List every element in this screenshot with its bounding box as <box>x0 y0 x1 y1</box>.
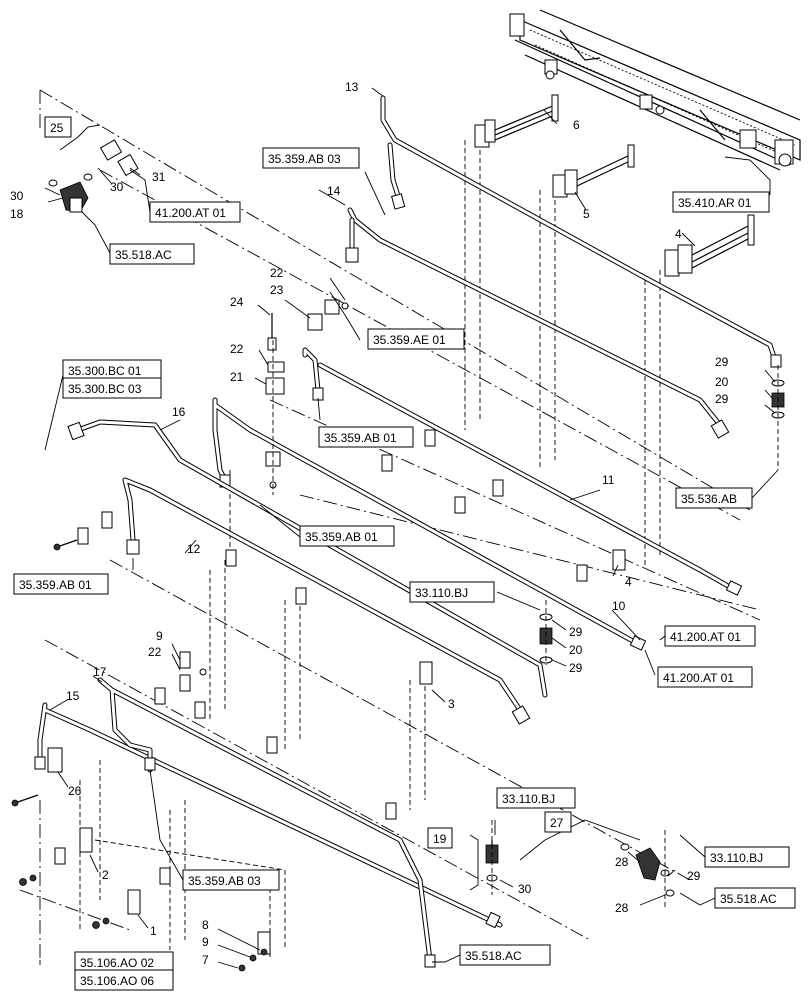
item-number: 17 <box>93 665 107 679</box>
item-number-boxed: 25 <box>50 121 64 135</box>
reference-boxes: 35.410.AR 01 41.200.AT 01 35.518.AC 35.3… <box>13 147 796 991</box>
reference-label: 35.359.AB 03 <box>188 874 261 888</box>
item-number: 9 <box>156 629 163 643</box>
item-number: 7 <box>202 953 209 967</box>
item-number: 15 <box>66 689 80 703</box>
item-number: 1 <box>150 924 157 938</box>
item-number: 23 <box>270 283 284 297</box>
item-number: 30 <box>518 882 532 896</box>
item-number: 22 <box>148 645 162 659</box>
item-number: 5 <box>583 207 590 221</box>
clamp-5 <box>552 144 635 198</box>
item-number-labels: 13 6 5 4 14 22 23 24 22 21 29 20 29 16 1… <box>10 80 729 967</box>
item-number: 12 <box>187 542 201 556</box>
reference-label: 35.359.AE 01 <box>373 333 446 347</box>
reference-label: 35.518.AC <box>465 949 522 963</box>
item-number-boxed: 27 <box>550 816 564 830</box>
reference-label: 35.536.AB <box>681 492 737 506</box>
reference-label: 33.110.BJ <box>710 851 763 865</box>
item-number: 29 <box>569 625 583 639</box>
center-lines <box>19 89 761 960</box>
item-number-boxed: 19 <box>433 832 447 846</box>
item-number: 13 <box>345 80 359 94</box>
item-number: 8 <box>202 918 209 932</box>
reference-label: 33.110.BJ <box>415 586 468 600</box>
item-number: 20 <box>715 375 729 389</box>
reference-label: 35.106.AO 02 <box>80 956 154 970</box>
item-number: 3 <box>448 697 455 711</box>
item-number: 22 <box>230 342 244 356</box>
item-number: 22 <box>270 266 284 280</box>
item-number: 29 <box>715 392 729 406</box>
reference-label: 35.300.BC 03 <box>68 382 142 396</box>
item-number: 29 <box>715 355 729 369</box>
reference-label: 35.300.BC 01 <box>68 364 142 378</box>
hardware <box>11 139 785 972</box>
reference-label: 41.200.AT 01 <box>670 630 741 644</box>
reference-label: 41.200.AT 01 <box>155 206 226 220</box>
item-number: 2 <box>102 868 109 882</box>
item-number: 9 <box>202 935 209 949</box>
reference-label: 35.359.AB 03 <box>268 152 341 166</box>
item-number: 31 <box>152 170 166 184</box>
reference-label: 35.359.AB 01 <box>305 530 378 544</box>
leader-lines <box>39 87 779 969</box>
item-number: 29 <box>569 661 583 675</box>
item-number: 24 <box>230 295 244 309</box>
reference-label: 35.106.AO 06 <box>80 974 154 988</box>
item-number: 14 <box>327 184 341 198</box>
boom-frame-assembly <box>509 9 801 171</box>
clamp-6-pair <box>474 94 559 148</box>
item-number: 30 <box>10 189 24 203</box>
reference-label: 33.110.BJ <box>502 792 555 806</box>
item-number: 18 <box>10 207 24 221</box>
bracket-link-lines <box>79 140 661 960</box>
item-number: 6 <box>573 118 580 132</box>
item-number: 10 <box>612 599 626 613</box>
tubes <box>34 95 782 968</box>
reference-label: 35.410.AR 01 <box>678 196 752 210</box>
reference-label: 41.200.AT 01 <box>663 671 734 685</box>
item-number: 26 <box>68 784 82 798</box>
item-number: 30 <box>110 180 124 194</box>
item-number: 28 <box>615 855 629 869</box>
brackets <box>47 94 755 955</box>
boxed-item-labels: 25 19 27 <box>44 116 572 849</box>
reference-label: 35.359.AB 01 <box>324 431 397 445</box>
item-number: 4 <box>675 227 682 241</box>
reference-label: 35.518.AC <box>720 892 777 906</box>
item-number: 11 <box>602 473 615 487</box>
item-number: 4 <box>625 575 632 589</box>
item-number: 20 <box>569 643 583 657</box>
clamp-4-upper <box>664 214 755 277</box>
item-number: 21 <box>230 370 244 384</box>
item-number: 29 <box>687 869 701 883</box>
reference-label: 35.518.AC <box>115 248 172 262</box>
reference-label: 35.359.AB 01 <box>19 578 92 592</box>
item-number: 16 <box>172 405 186 419</box>
item-number: 28 <box>615 901 629 915</box>
